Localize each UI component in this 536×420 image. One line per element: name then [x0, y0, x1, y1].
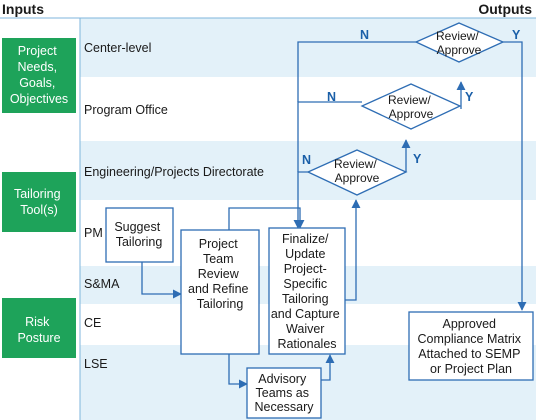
- input-box-risk-posture: [2, 298, 76, 358]
- box-suggest-tailoring-text: Suggest Tailoring: [114, 220, 163, 249]
- decision-program-office: [360, 83, 462, 130]
- box-finalize-update: [268, 227, 346, 355]
- box-project-team-review-text: Project Team Review and Refine Tailoring: [188, 237, 252, 311]
- decision-center-level: [414, 22, 505, 63]
- decision-directorate-text: Review/ Approve: [334, 157, 380, 185]
- label-n-program: N: [327, 90, 336, 104]
- box-finalize-update-text: Finalize/ Update Project- Specific Tailo…: [271, 232, 343, 351]
- row-label-ce: CE: [84, 316, 101, 330]
- row-label-pm: PM: [84, 226, 103, 240]
- decision-program-office-text: Review/ Approve: [388, 93, 434, 121]
- decision-center-level-text: Review/ Approve: [436, 29, 482, 57]
- row-label-directorate: Engineering/Projects Directorate: [84, 165, 264, 179]
- inputs-header: Inputs: [2, 1, 44, 17]
- box-approved-compliance-matrix-text: Approved Compliance Matrix Attached to S…: [418, 317, 525, 376]
- row-label-lse: LSE: [84, 357, 108, 371]
- outputs-header: Outputs: [478, 1, 532, 17]
- label-n-directorate: N: [302, 153, 311, 167]
- input-tailoring-tools-text: Tailoring Tool(s): [14, 187, 64, 217]
- box-advisory-teams-text: Advisory Teams as Necessary: [254, 372, 314, 414]
- input-risk-posture-text: Risk Posture: [17, 315, 60, 345]
- label-y-directorate: Y: [413, 152, 422, 166]
- decision-directorate: [306, 149, 408, 196]
- row-label-center-level: Center-level: [84, 41, 151, 55]
- row-label-program-office: Program Office: [84, 103, 168, 117]
- input-box-tailoring-tools: [2, 172, 76, 232]
- box-suggest-tailoring: [105, 207, 174, 263]
- connectors: [141, 41, 527, 389]
- input-needs-text: Project Needs, Goals, Objectives: [10, 44, 68, 106]
- label-y-program: Y: [465, 90, 474, 104]
- box-project-team-review: [180, 229, 260, 355]
- row-label-sma: S&MA: [84, 277, 120, 291]
- input-box-needs: [2, 38, 76, 113]
- label-y-center: Y: [512, 28, 521, 42]
- label-n-center: N: [360, 28, 369, 42]
- box-advisory-teams: [246, 367, 322, 419]
- box-approved-compliance-matrix: [408, 311, 534, 381]
